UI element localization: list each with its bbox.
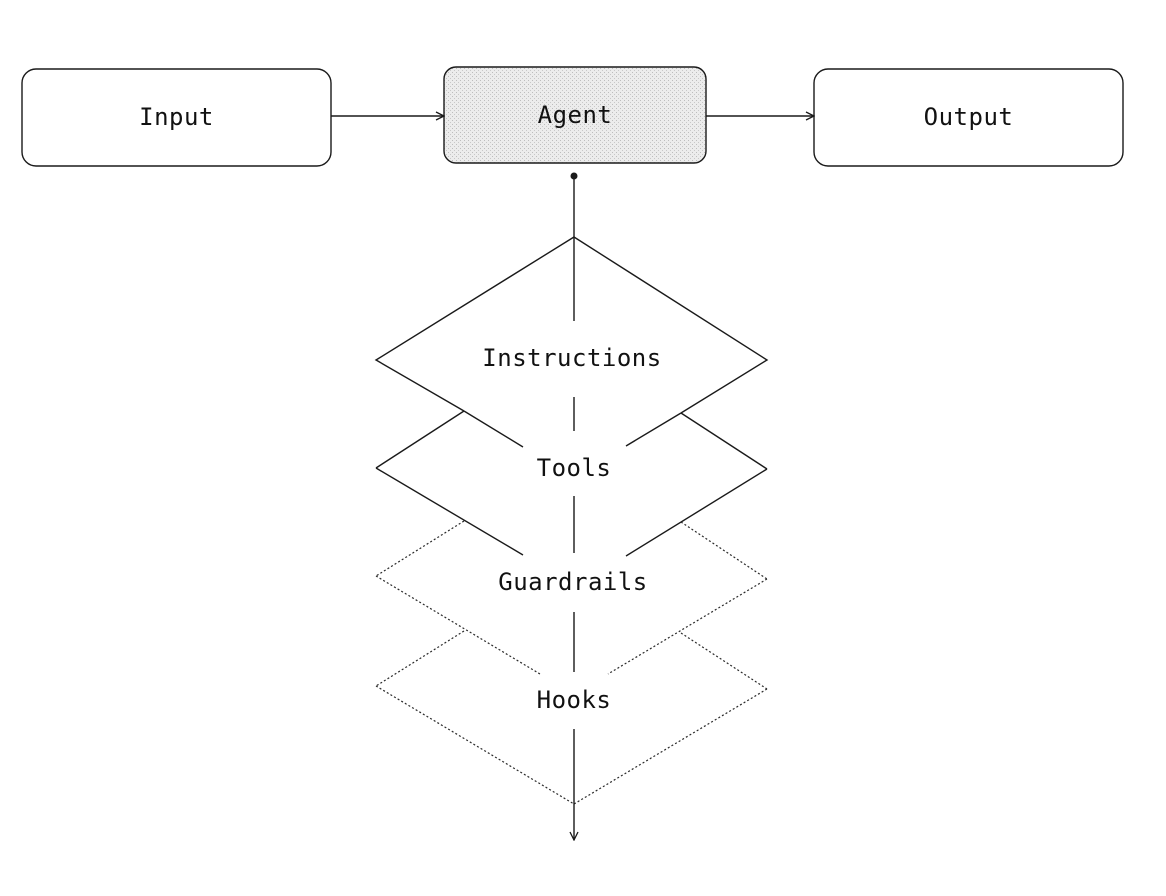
- agent-node: Agent: [443, 66, 707, 164]
- output-label: Output: [924, 103, 1014, 131]
- input-node: Input: [21, 68, 332, 167]
- layer-label-hooks: Hooks: [537, 686, 612, 714]
- agent-label: Agent: [538, 101, 613, 129]
- layer-label-guardrails: Guardrails: [498, 568, 648, 596]
- layer-instructions: Instructions: [374, 236, 769, 448]
- layer-hooks: Hooks: [375, 630, 768, 805]
- output-node: Output: [813, 68, 1124, 167]
- input-label: Input: [139, 103, 214, 131]
- layer-label-instructions: Instructions: [482, 344, 661, 372]
- layer-label-tools: Tools: [537, 454, 612, 482]
- layer-tools: Tools: [375, 410, 768, 557]
- layer-guardrails: Guardrails: [375, 520, 768, 675]
